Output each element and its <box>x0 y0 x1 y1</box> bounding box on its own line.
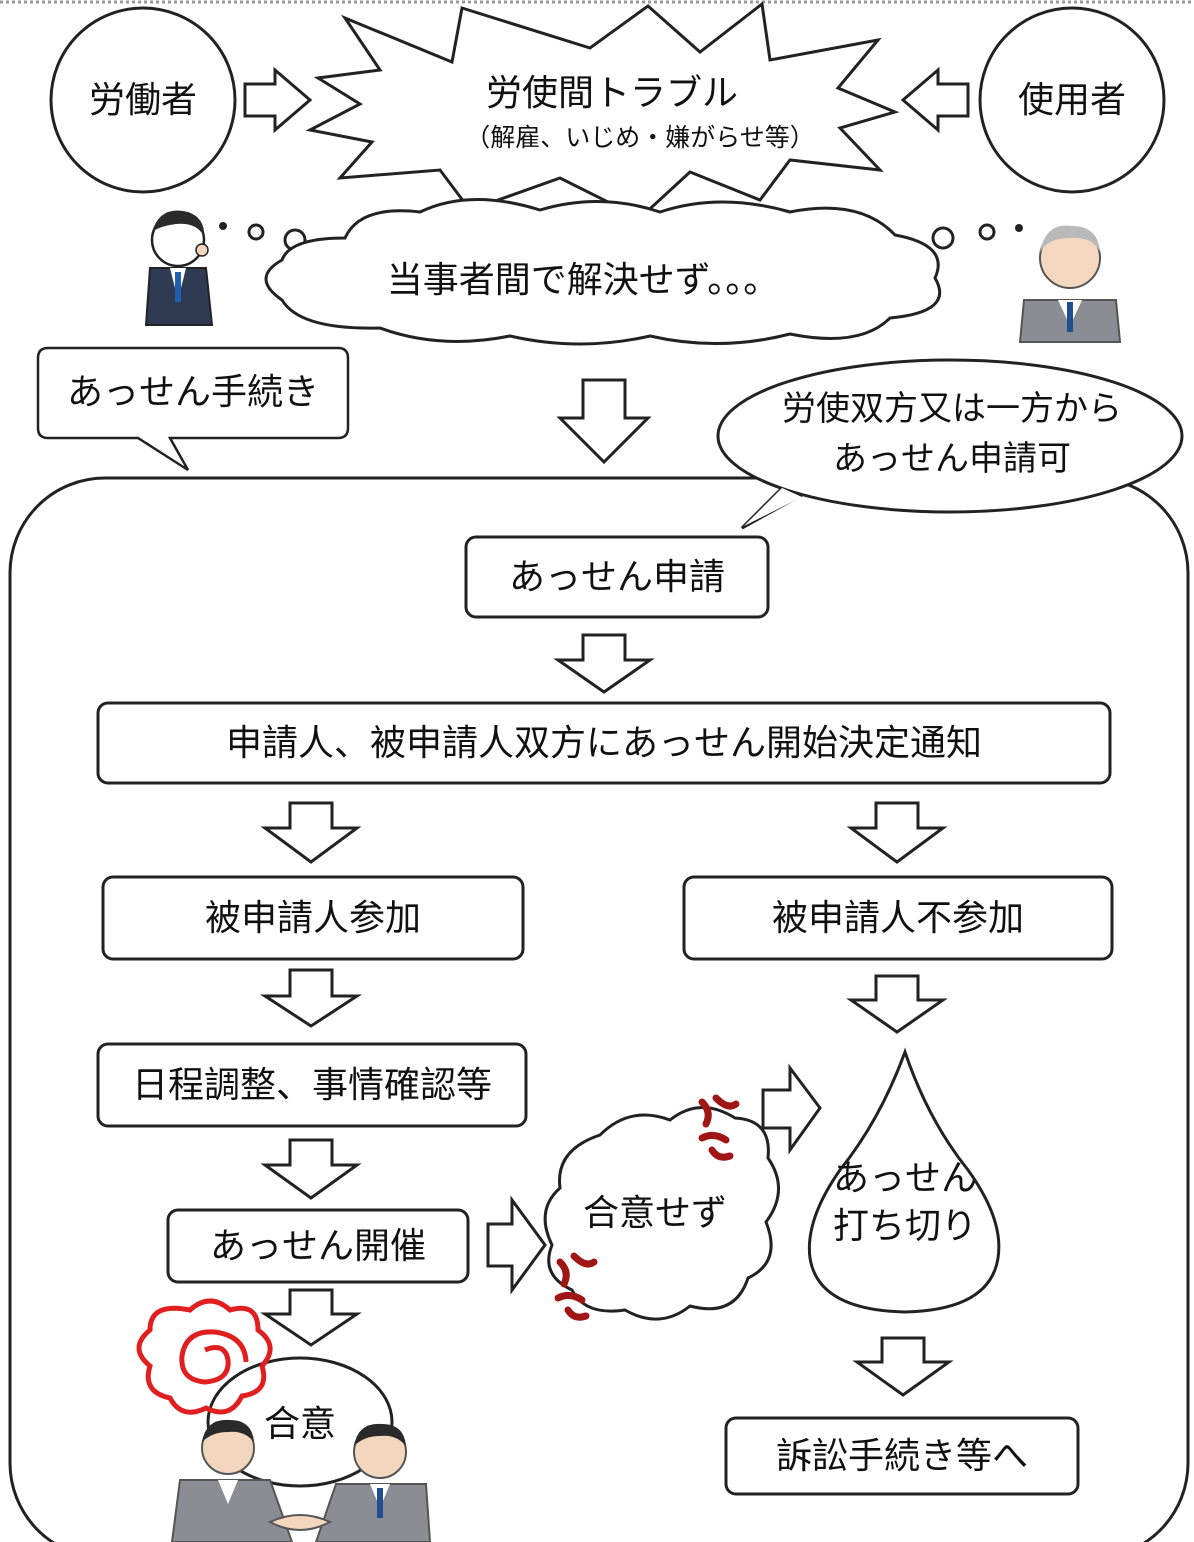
step-participate: 被申請人参加 <box>101 875 525 961</box>
arrow-down-right <box>846 974 948 1034</box>
arrow-down-to-process <box>556 378 652 465</box>
callout-application-line2: あっせん申請可 <box>833 439 1071 479</box>
callout-procedure: あっせん手続き <box>36 346 350 472</box>
arrow-down-to-agreement <box>260 1288 362 1347</box>
no-agreement-cloud: 合意せず <box>543 1106 780 1321</box>
step-application-label: あっせん申請 <box>509 557 725 598</box>
step-hearing: あっせん開催 <box>166 1208 470 1284</box>
callout-procedure-text: あっせん手続き <box>67 372 319 413</box>
termination-label-line1: あっせん <box>833 1158 977 1199</box>
arrow-down-left <box>259 968 363 1028</box>
arrow-down-left <box>260 801 362 864</box>
step-litigation: 訴訟手続き等へ <box>724 1416 1080 1496</box>
step-notice-label: 申請人、被申請人双方にあっせん開始決定通知 <box>226 723 982 764</box>
dispute-burst: 労使間トラブル （解雇、いじめ・嫌がらせ等） <box>305 1 900 220</box>
step-notice: 申請人、被申請人双方にあっせん開始決定通知 <box>96 701 1112 785</box>
callout-application: 労使双方又は一方から あっせん申請可 <box>716 358 1184 530</box>
worker-circle: 労働者 <box>49 6 237 194</box>
employer-label: 使用者 <box>1018 80 1126 121</box>
employer-circle: 使用者 <box>978 6 1166 194</box>
agreement-label: 合意 <box>264 1404 336 1445</box>
celebration-flower-icon <box>136 1298 273 1415</box>
handshake-icon <box>170 1419 432 1542</box>
arrow-right-to-termination <box>761 1063 822 1155</box>
step-participate-label: 被申請人参加 <box>205 898 421 939</box>
thought-dot <box>931 226 955 250</box>
worker-figure-icon <box>144 210 214 326</box>
thought-dot <box>978 223 996 241</box>
step-litigation-label: 訴訟手続き等へ <box>776 1436 1028 1477</box>
no-agreement-label: 合意せず <box>583 1193 727 1234</box>
step-schedule: 日程調整、事情確認等 <box>96 1042 528 1128</box>
arrow-down-left <box>260 1138 362 1200</box>
dispute-subtitle: （解雇、いじめ・嫌がらせ等） <box>465 123 815 152</box>
thought-dot <box>1015 224 1023 232</box>
thought-text: 当事者間で解決せず。。。 <box>387 260 779 301</box>
thought-dot <box>247 223 265 241</box>
step-not-participate: 被申請人不参加 <box>682 875 1114 961</box>
arrow-right-to-no-agreement <box>486 1195 547 1295</box>
step-not-participate-label: 被申請人不参加 <box>772 898 1024 939</box>
worker-label: 労働者 <box>89 80 197 121</box>
step-schedule-label: 日程調整、事情確認等 <box>132 1065 492 1106</box>
arrow-employer-to-dispute <box>900 66 970 134</box>
arrow-down <box>553 633 655 694</box>
step-hearing-label: あっせん開催 <box>210 1226 426 1267</box>
arrow-worker-to-dispute <box>243 66 313 134</box>
arrow-down-to-litigation <box>852 1336 954 1397</box>
termination-label-line2: 打ち切り <box>833 1206 977 1247</box>
thought-dot <box>219 222 227 230</box>
step-application: あっせん申請 <box>464 535 770 619</box>
termination-drop: あっせん 打ち切り <box>807 1047 1001 1314</box>
employer-figure-icon <box>1018 225 1122 343</box>
anger-mark-icon <box>698 1094 740 1161</box>
thought-cloud: 当事者間で解決せず。。。 <box>264 198 942 346</box>
dispute-title: 労使間トラブル <box>486 73 738 114</box>
anger-mark-icon <box>554 1252 598 1321</box>
arrow-down-right <box>846 801 948 864</box>
callout-application-line1: 労使双方又は一方から <box>782 389 1122 429</box>
